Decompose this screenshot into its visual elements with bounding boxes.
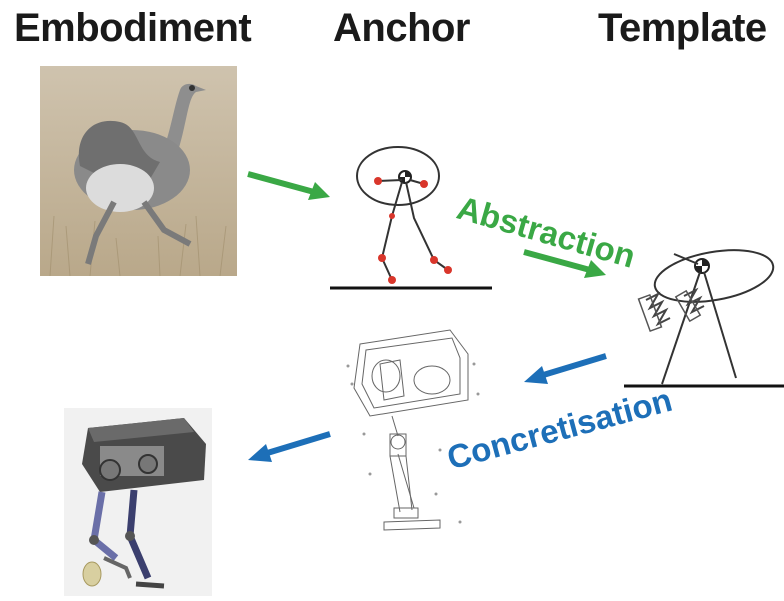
heading-template: Template	[598, 6, 767, 50]
rhea-photo	[40, 66, 237, 277]
abstraction-arrow-1	[247, 171, 330, 200]
concretisation-arrow-1	[524, 353, 607, 384]
template-figure	[624, 249, 784, 388]
abstraction-arrow-2	[523, 249, 606, 278]
heading-embodiment: Embodiment	[14, 6, 252, 50]
concretisation-arrow-2	[248, 431, 331, 462]
heading-anchor: Anchor	[333, 6, 471, 50]
robot-render	[64, 408, 212, 596]
anchor-figure	[330, 146, 492, 290]
cad-leg-drawing	[346, 329, 480, 531]
